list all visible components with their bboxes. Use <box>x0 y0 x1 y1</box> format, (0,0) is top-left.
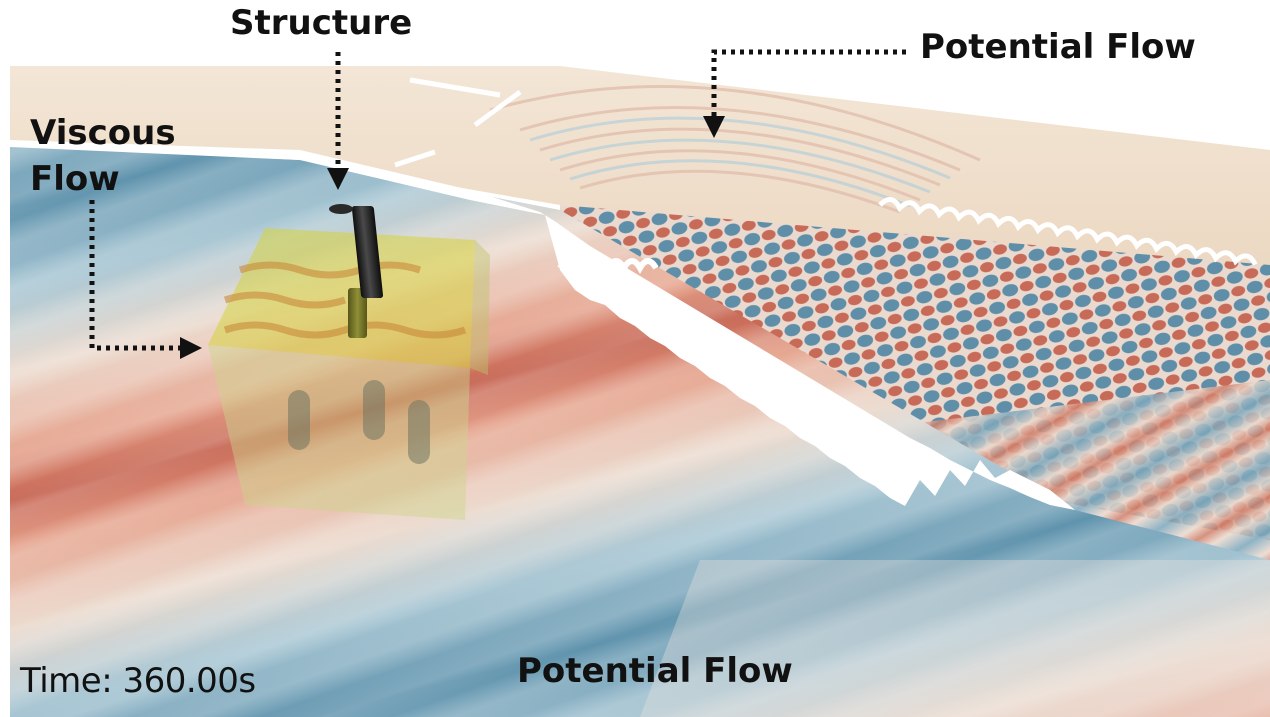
viscous-flow-label: Viscous Flow <box>30 110 176 202</box>
submerged-pile <box>288 390 310 450</box>
viscous-box-side <box>470 240 490 375</box>
submerged-pile <box>408 400 430 464</box>
far-crest-ridge <box>878 197 1258 266</box>
ocean-lower-right-fade <box>640 560 1270 717</box>
viscous-flow-arrow <box>89 200 195 353</box>
viscous-label-line2: Flow <box>30 159 120 199</box>
crest-ripples <box>557 258 659 275</box>
viscous-box-front <box>208 345 470 520</box>
time-readout: Time: 360.00s <box>20 661 256 701</box>
submerged-pile <box>363 380 385 440</box>
potential-flow-label-top: Potential Flow <box>920 27 1196 67</box>
beach-wave-arcs <box>489 85 981 214</box>
wave-crest-gap <box>10 140 1075 510</box>
beach-wave-arcs-blue <box>529 116 951 208</box>
viscous-flow-domain <box>208 204 490 520</box>
potential-flow-label-bottom: Potential Flow <box>517 651 793 691</box>
beach-area <box>10 66 1270 270</box>
structure-pile-upper <box>351 206 384 298</box>
structure-label: Structure <box>230 3 413 43</box>
potential-flow-arrowhead <box>703 116 725 138</box>
structure-pile-lower <box>348 288 367 338</box>
viscous-box-ripples <box>223 261 467 339</box>
viscous-label-line1: Viscous <box>30 113 176 153</box>
structure-arrowhead <box>327 168 349 190</box>
arrow-heads <box>180 116 725 359</box>
annotation-arrows <box>89 49 906 353</box>
structure-pile-cap <box>329 204 353 214</box>
potential-flow-top-arrow <box>709 49 906 133</box>
beach-highlights <box>394 77 522 168</box>
viscous-arrowhead <box>180 337 202 359</box>
